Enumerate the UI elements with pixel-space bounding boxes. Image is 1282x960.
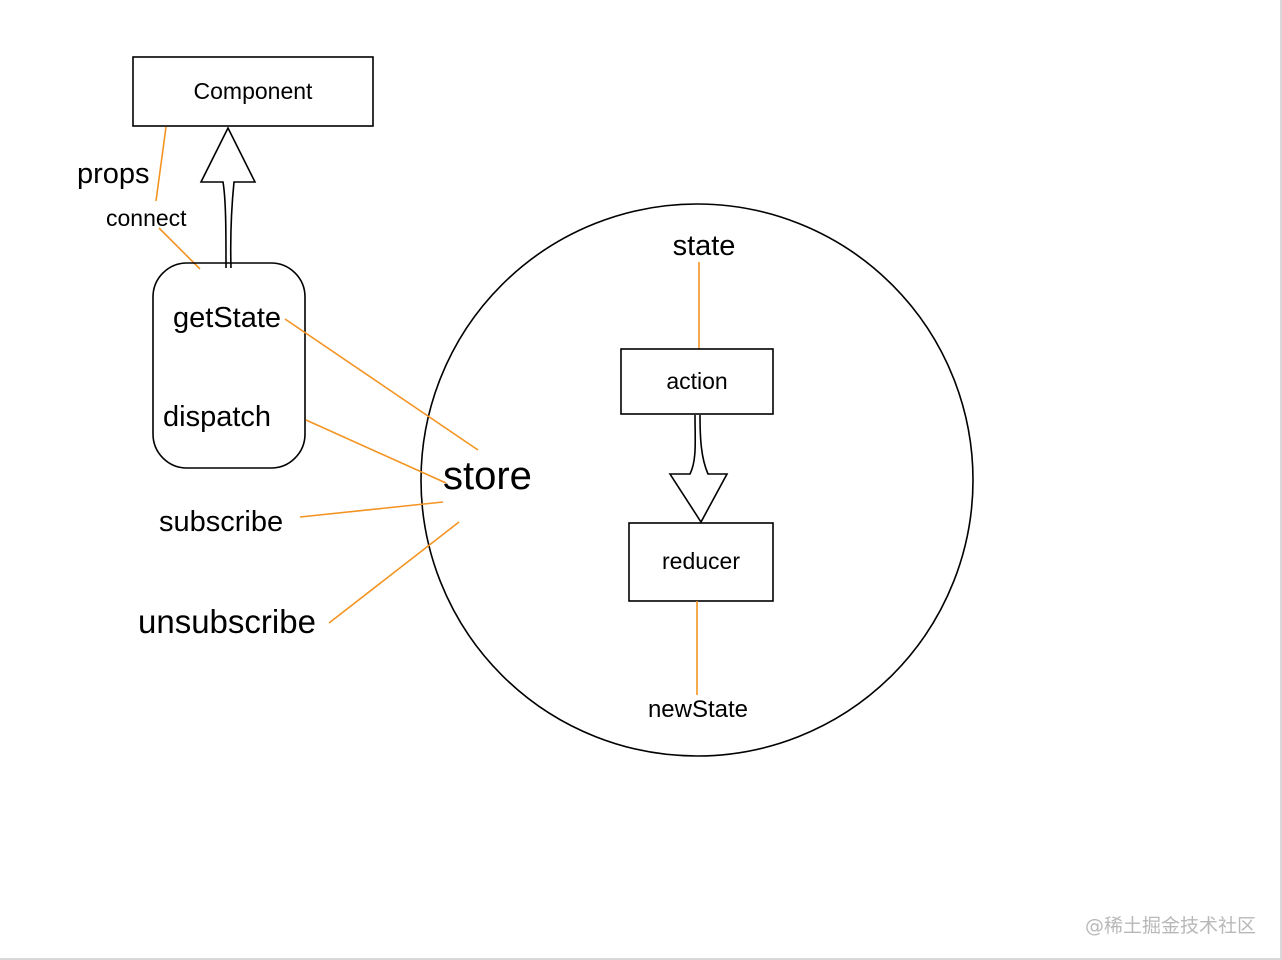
connect-connector — [158, 227, 201, 270]
props-label: props — [77, 158, 150, 190]
down-arrow — [668, 414, 729, 524]
component-box — [132, 56, 374, 127]
get-state-label: getState — [173, 302, 281, 334]
state-label: state — [673, 230, 736, 262]
action-label: action — [666, 368, 727, 394]
dispatch-connector — [305, 419, 447, 484]
frame-bottom-edge — [0, 958, 1282, 960]
unsubscribe-label: unsubscribe — [138, 603, 316, 640]
watermark-text: @稀土掘金技术社区 — [1085, 915, 1256, 937]
unsubscribe-connector — [328, 521, 460, 624]
action-box — [620, 348, 774, 415]
subscribe-label: subscribe — [159, 506, 283, 538]
dispatch-label: dispatch — [163, 401, 271, 433]
reducer-box — [628, 522, 774, 602]
store-label: store — [443, 454, 532, 498]
get-state-connector — [284, 318, 479, 451]
up-arrow — [199, 126, 257, 269]
new-state-label: newState — [648, 696, 748, 723]
frame-right-edge — [1280, 0, 1282, 960]
store-circle — [420, 203, 974, 757]
store-api-box — [152, 262, 306, 469]
props-connector — [155, 126, 167, 202]
subscribe-connector — [299, 501, 444, 518]
connect-label: connect — [106, 205, 187, 231]
component-label: Component — [194, 78, 314, 104]
reducer-label: reducer — [662, 548, 740, 574]
